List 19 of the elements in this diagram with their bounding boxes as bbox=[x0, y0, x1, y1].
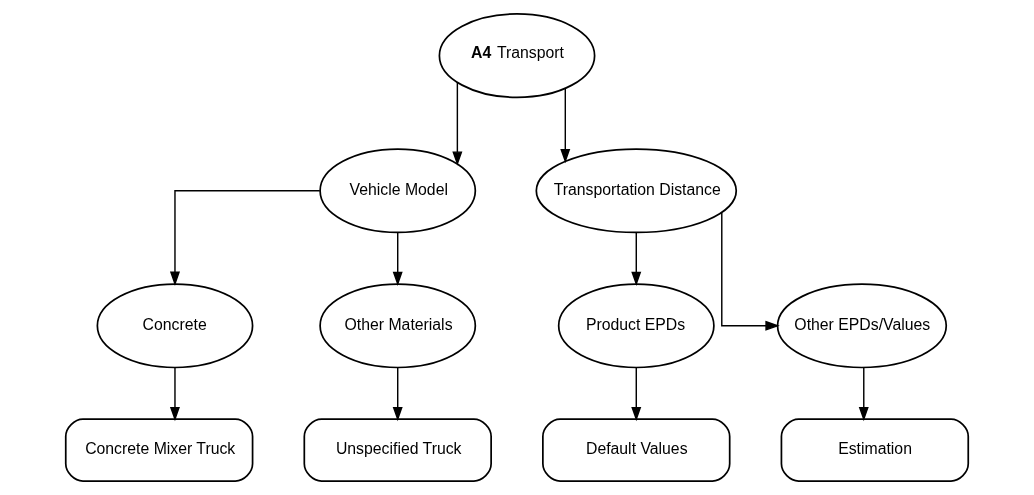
arrow bbox=[631, 232, 642, 287]
node-box: Estimation bbox=[780, 418, 970, 482]
node-ellipse: Product EPDs bbox=[557, 283, 715, 369]
node-ellipse: Other EPDs/Values bbox=[776, 283, 948, 369]
arrow bbox=[392, 367, 403, 422]
node-box: Default Values bbox=[542, 418, 731, 482]
node-box: Concrete Mixer Truck bbox=[64, 418, 254, 482]
node-box: Unspecified Truck bbox=[303, 418, 492, 482]
arrow bbox=[560, 87, 571, 164]
arrow bbox=[169, 367, 180, 422]
arrow bbox=[631, 367, 642, 422]
arrow bbox=[858, 367, 869, 422]
node-ellipse: Other Materials bbox=[319, 283, 477, 369]
node-ellipse: A4 Transport bbox=[438, 13, 596, 99]
node-ellipse: Concrete bbox=[96, 283, 254, 369]
arrow bbox=[169, 190, 321, 286]
arrow bbox=[392, 232, 403, 287]
arrow bbox=[721, 212, 780, 331]
arrow bbox=[452, 81, 463, 166]
